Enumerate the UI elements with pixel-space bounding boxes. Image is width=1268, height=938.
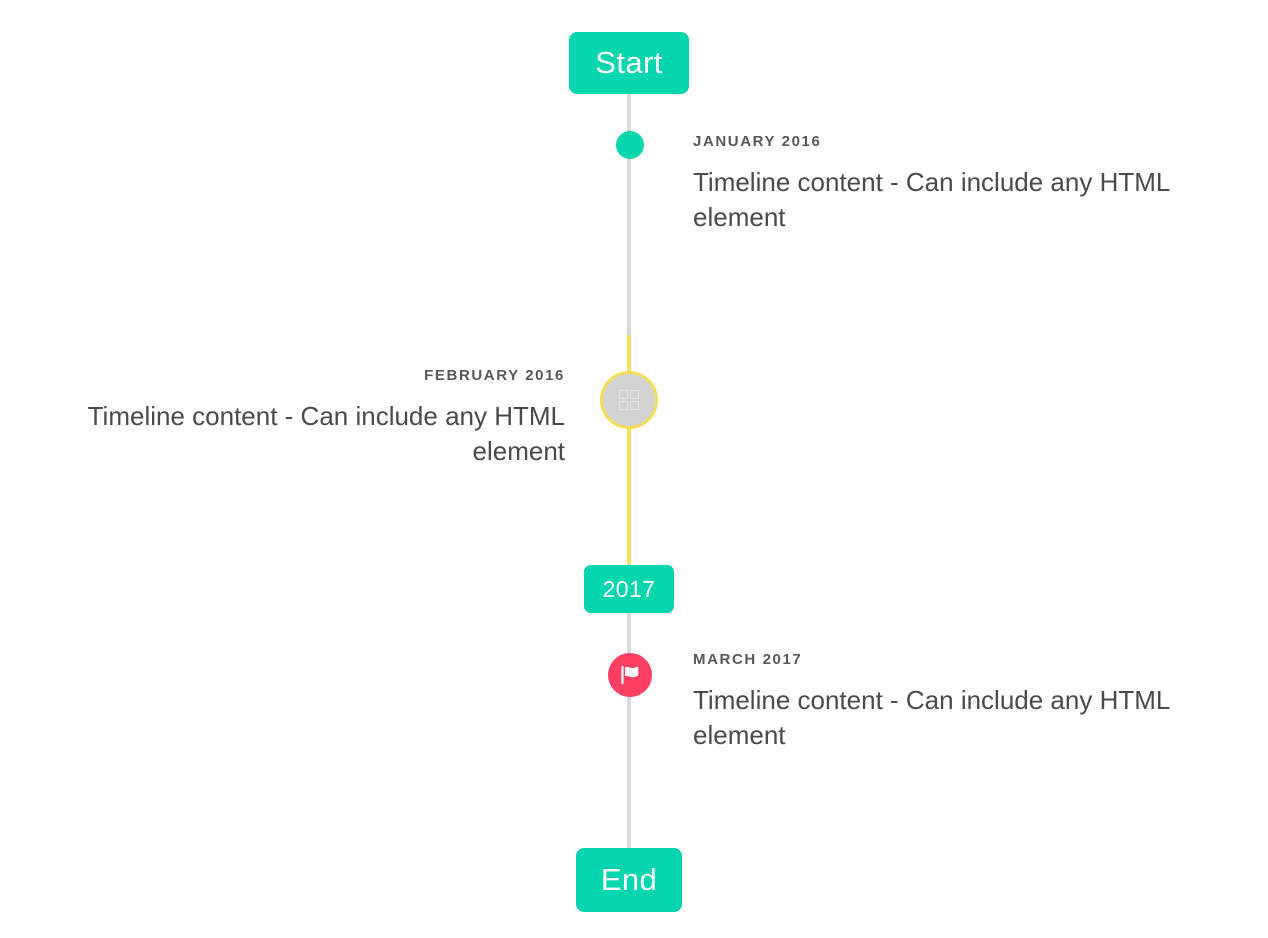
timeline-axis-segment-yellow xyxy=(627,335,631,565)
timeline-axis-segment-gray-top xyxy=(627,94,631,335)
timeline-entry-date: MARCH 2017 xyxy=(693,651,803,668)
timeline-axis-segment-gray-bottom xyxy=(627,613,631,848)
timeline-start-badge[interactable]: Start xyxy=(569,32,689,94)
timeline-entry-body: Timeline content - Can include any HTML … xyxy=(87,400,565,466)
timeline-end-badge[interactable]: End xyxy=(576,848,682,912)
timeline-entry-february: FEBRUARY 2016 Timeline content - Can inc… xyxy=(25,367,565,469)
missing-glyph-icon xyxy=(619,390,639,410)
flag-icon xyxy=(621,665,639,685)
timeline-entry-date: FEBRUARY 2016 xyxy=(424,367,565,384)
timeline-entry-body: Timeline content - Can include any HTML … xyxy=(693,684,1170,750)
timeline-entry-january: JANUARY 2016 Timeline content - Can incl… xyxy=(693,133,1233,235)
timeline-entry-march: MARCH 2017 Timeline content - Can includ… xyxy=(693,651,1233,753)
timeline-marker-dot-january[interactable] xyxy=(616,131,644,159)
timeline-entry-body: Timeline content - Can include any HTML … xyxy=(693,166,1170,232)
timeline-year-badge[interactable]: 2017 xyxy=(584,565,674,613)
timeline-entry-date: JANUARY 2016 xyxy=(693,133,822,150)
timeline-marker-missing-glyph-february[interactable] xyxy=(600,371,658,429)
timeline-marker-flag-march[interactable] xyxy=(608,653,652,697)
